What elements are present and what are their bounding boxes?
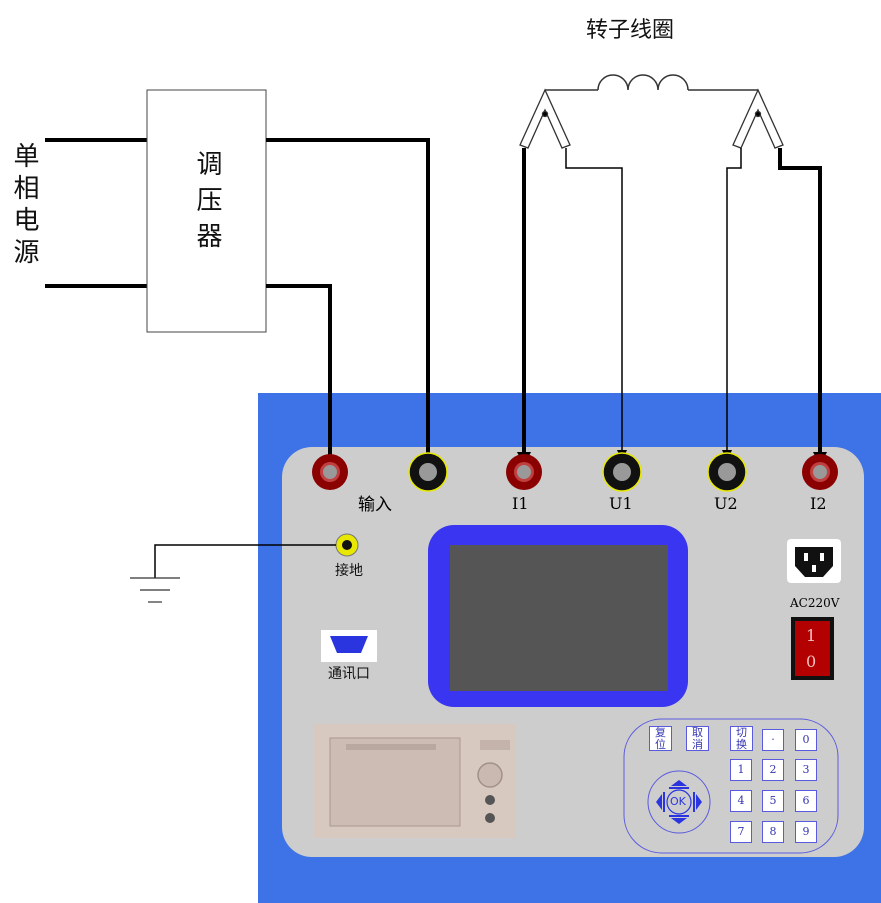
regulator-output-bottom-wire [266, 284, 332, 458]
right-test-clip [732, 88, 784, 149]
power-switch[interactable] [795, 621, 830, 676]
switch-on-label: 1 [806, 626, 817, 645]
input-label: 输入 [358, 495, 392, 515]
terminal-u1[interactable] [602, 452, 642, 492]
terminal-label-i1: I1 [512, 494, 529, 513]
comm-port-icon[interactable] [330, 636, 368, 653]
key-reset[interactable]: 复 位 [649, 726, 672, 751]
key-8[interactable]: 8 [762, 821, 784, 843]
rotor-coil-label: 转子线圈 [586, 18, 675, 43]
down-arrow-icon[interactable] [669, 815, 689, 824]
key-cancel[interactable]: 取 消 [686, 726, 709, 751]
key-switch[interactable]: 切 换 [730, 726, 753, 751]
earth-symbol-icon [130, 577, 180, 603]
key-6[interactable]: 6 [795, 790, 817, 812]
switch-off-label: 0 [806, 652, 817, 671]
i2-current-wire [778, 148, 822, 465]
left-test-clip [519, 88, 571, 149]
key-1[interactable]: 1 [730, 759, 752, 781]
key-7[interactable]: 7 [730, 821, 752, 843]
terminal-label-u2: U2 [714, 494, 738, 513]
terminal-label-i2: I2 [810, 494, 827, 513]
u1-voltage-wire [565, 148, 623, 460]
terminal-i1[interactable] [506, 454, 542, 490]
rotor-coil-inductor [597, 74, 689, 91]
ground-terminal[interactable] [335, 533, 359, 557]
key-4[interactable]: 4 [730, 790, 752, 812]
terminal-u2[interactable] [707, 452, 747, 492]
up-arrow-icon[interactable] [669, 780, 689, 789]
regulator-label: 调压器 [192, 150, 222, 258]
regulator-output-top-wire [266, 138, 430, 458]
right-arrow-icon[interactable] [693, 792, 702, 812]
power-source-label: 单相电源 [9, 142, 39, 270]
terminal-label-u1: U1 [609, 494, 633, 513]
ground-label: 接地 [335, 563, 363, 579]
terminal-i2[interactable] [802, 454, 838, 490]
regulator-box [146, 89, 267, 333]
comm-port-label: 通讯口 [328, 666, 370, 682]
key-dot[interactable]: · [762, 729, 784, 751]
key-0[interactable]: 0 [795, 729, 817, 751]
terminal-input-left[interactable] [312, 454, 348, 490]
nav-pad [647, 770, 711, 834]
key-5[interactable]: 5 [762, 790, 784, 812]
printer-led-icon [485, 813, 495, 823]
lcd-screen [450, 545, 668, 691]
printer-button-icon[interactable] [485, 795, 495, 805]
printer-feed-knob[interactable] [477, 762, 503, 788]
keypad-outline [623, 718, 839, 854]
ground-wire [154, 544, 336, 578]
left-arrow-icon[interactable] [656, 792, 665, 812]
ok-label: OK [670, 795, 686, 808]
ac-voltage-label: AC220V [790, 596, 840, 610]
key-9[interactable]: 9 [795, 821, 817, 843]
key-3[interactable]: 3 [795, 759, 817, 781]
u2-voltage-wire [726, 148, 742, 460]
key-2[interactable]: 2 [762, 759, 784, 781]
terminal-input-right[interactable] [408, 452, 448, 492]
ok-button[interactable] [666, 789, 692, 815]
